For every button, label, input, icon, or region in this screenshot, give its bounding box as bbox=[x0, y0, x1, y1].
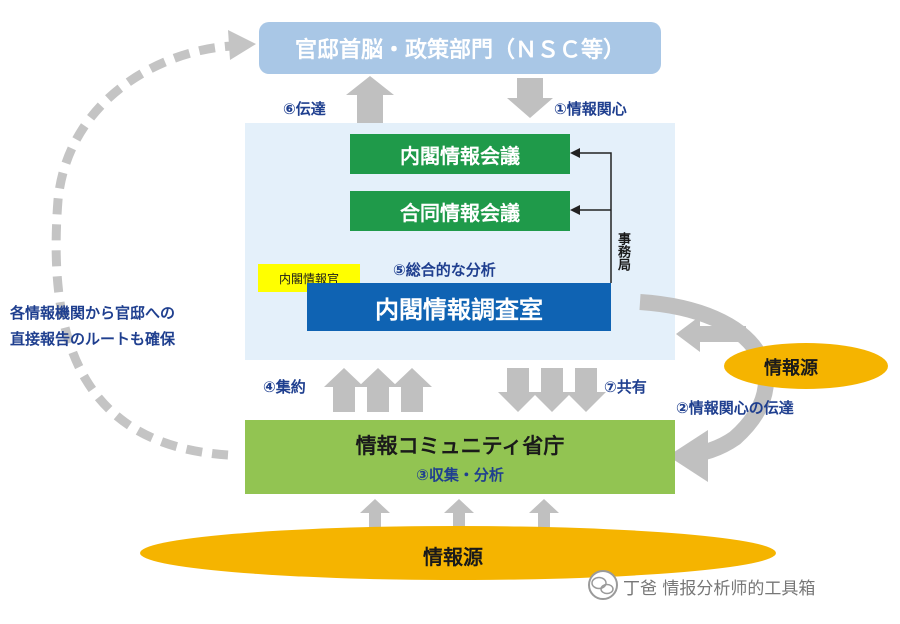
flow-label-step6: ⑥伝達 bbox=[283, 100, 326, 118]
side-note-line2: 直接報告のルートも確保 bbox=[10, 330, 176, 348]
down-arrow-step7-2 bbox=[532, 368, 572, 412]
joint-meeting-box: 合同情報会議 bbox=[350, 191, 570, 231]
analysis-label: ⑤総合的な分析 bbox=[393, 261, 496, 279]
research-office-box: 内閣情報調査室 bbox=[307, 283, 611, 331]
top-policy-box: 官邸首脳・政策部門（ＮＳＣ等） bbox=[259, 22, 661, 74]
secretariat-arrowhead-2 bbox=[570, 205, 580, 215]
flow-label-step7: ⑦共有 bbox=[604, 378, 647, 396]
community-sub: ③収集・分析 bbox=[416, 465, 504, 484]
bottom-source-arrow-1 bbox=[360, 499, 390, 531]
flow-label-step2: ②情報関心の伝達 bbox=[676, 399, 794, 417]
bottom-source-arrow-2 bbox=[444, 499, 474, 531]
community-title: 情報コミュニティ省庁 bbox=[355, 433, 565, 458]
flow-label-step1: ①情報関心 bbox=[554, 100, 627, 118]
up-arrow-step4-1 bbox=[324, 368, 364, 412]
bottom-source-arrow-3 bbox=[529, 499, 559, 531]
bottom-source-ellipse bbox=[140, 526, 776, 580]
secretariat-arrowhead-1 bbox=[570, 148, 580, 158]
wechat-logo-icon bbox=[588, 570, 618, 600]
top-policy-label: 官邸首脳・政策部門（ＮＳＣ等） bbox=[294, 38, 625, 63]
research-office-label: 内閣情報調査室 bbox=[375, 295, 543, 324]
cabinet-meeting-label: 内閣情報会議 bbox=[400, 143, 520, 168]
side-note-line1: 各情報機関から官邸への bbox=[10, 304, 176, 322]
dashed-return-arrow bbox=[51, 41, 233, 460]
up-arrow-step4-3 bbox=[392, 368, 432, 412]
down-arrow-step1 bbox=[507, 78, 553, 118]
source-arrow bbox=[676, 316, 746, 352]
community-box: 情報コミュニティ省庁 ③収集・分析 bbox=[245, 420, 675, 494]
down-arrow-step7-1 bbox=[498, 368, 538, 412]
curved-arrow-step2-head bbox=[668, 430, 708, 482]
up-arrow-step6 bbox=[346, 76, 394, 123]
down-arrow-step7-3 bbox=[566, 368, 606, 412]
watermark-text: 丁爸 情报分析师的工具箱 bbox=[623, 579, 816, 599]
secretariat-line bbox=[575, 152, 612, 283]
flow-label-step4: ④集約 bbox=[263, 378, 306, 396]
right-source-label: 情報源 bbox=[764, 358, 818, 379]
officer-tag-label: 内閣情報官 bbox=[278, 271, 339, 286]
side-note: 各情報機関から官邸への 直接報告のルートも確保 bbox=[10, 300, 175, 352]
secretariat-label: 事務局 bbox=[615, 232, 630, 271]
up-arrow-step4-2 bbox=[358, 368, 398, 412]
dashed-return-arrowhead bbox=[228, 30, 256, 60]
joint-meeting-label: 合同情報会議 bbox=[400, 200, 520, 225]
cabinet-meeting-box: 内閣情報会議 bbox=[350, 134, 570, 174]
right-source-ellipse bbox=[724, 343, 888, 389]
bottom-source-label: 情報源 bbox=[423, 545, 483, 569]
